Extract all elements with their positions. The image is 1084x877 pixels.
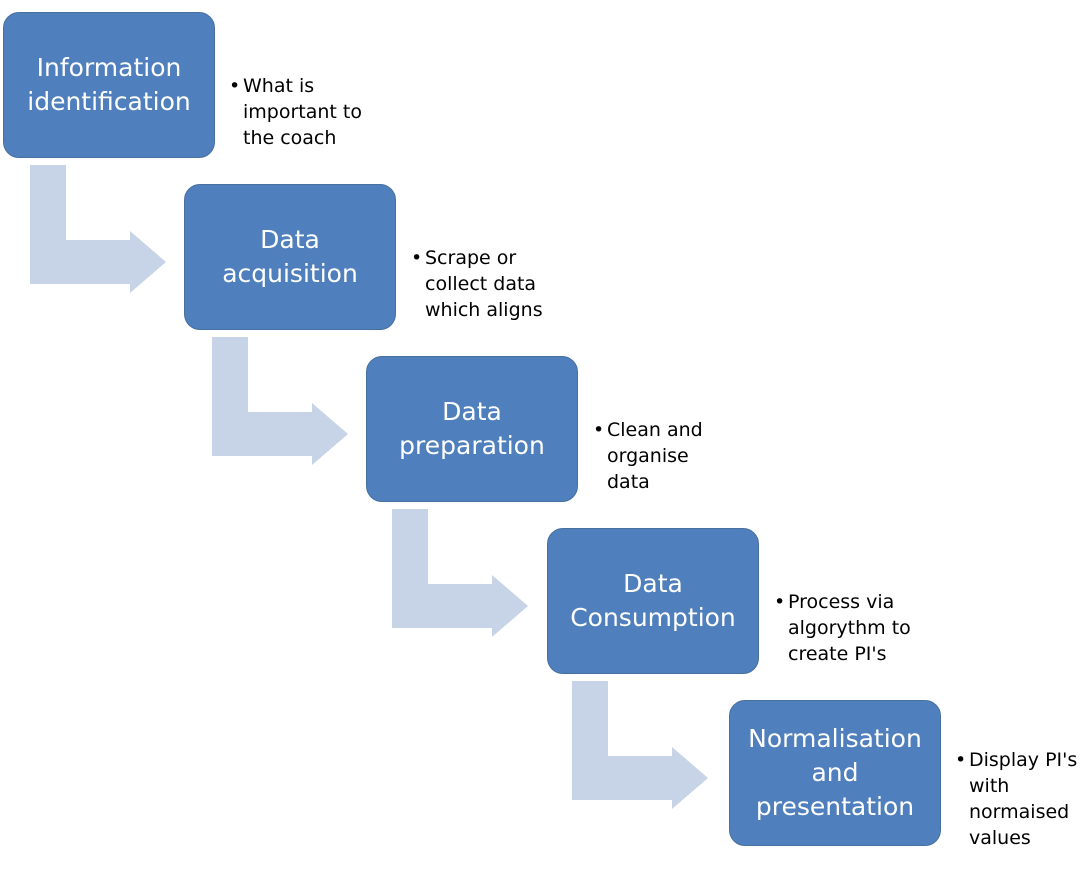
step-description-list: What is important to the coach: [229, 47, 362, 177]
step-title: Data Consumption: [570, 569, 736, 632]
connector-arrow-3: [392, 509, 528, 637]
step-box-information-identification: Information identification: [3, 12, 215, 158]
step-description: What is important to the coach: [229, 73, 362, 151]
step-description-list: Process via algorythm to create PI's: [774, 563, 911, 693]
step-description-list: Display PI's with normaised values: [955, 721, 1077, 877]
step-title: Data preparation: [399, 397, 545, 460]
step-title: Normalisation and presentation: [748, 724, 922, 821]
connector-arrows: [30, 165, 708, 809]
step-title: Data acquisition: [222, 225, 358, 288]
step-description-list: Scrape or collect data which aligns: [411, 219, 543, 349]
connector-arrow-2: [212, 337, 348, 465]
step-description-list: Clean and organise data: [593, 391, 703, 521]
step-box-data-preparation: Data preparation: [366, 356, 578, 502]
step-description: Scrape or collect data which aligns: [411, 245, 543, 323]
connector-arrow-4: [572, 681, 708, 809]
step-description: Display PI's with normaised values: [955, 747, 1077, 851]
step-description: Clean and organise data: [593, 417, 703, 495]
connector-arrow-1: [30, 165, 166, 293]
step-box-data-acquisition: Data acquisition: [184, 184, 396, 330]
step-description: Process via algorythm to create PI's: [774, 589, 911, 667]
step-title: Information identification: [27, 53, 191, 116]
step-box-data-consumption: Data Consumption: [547, 528, 759, 674]
step-box-normalisation-and-presentation: Normalisation and presentation: [729, 700, 941, 846]
